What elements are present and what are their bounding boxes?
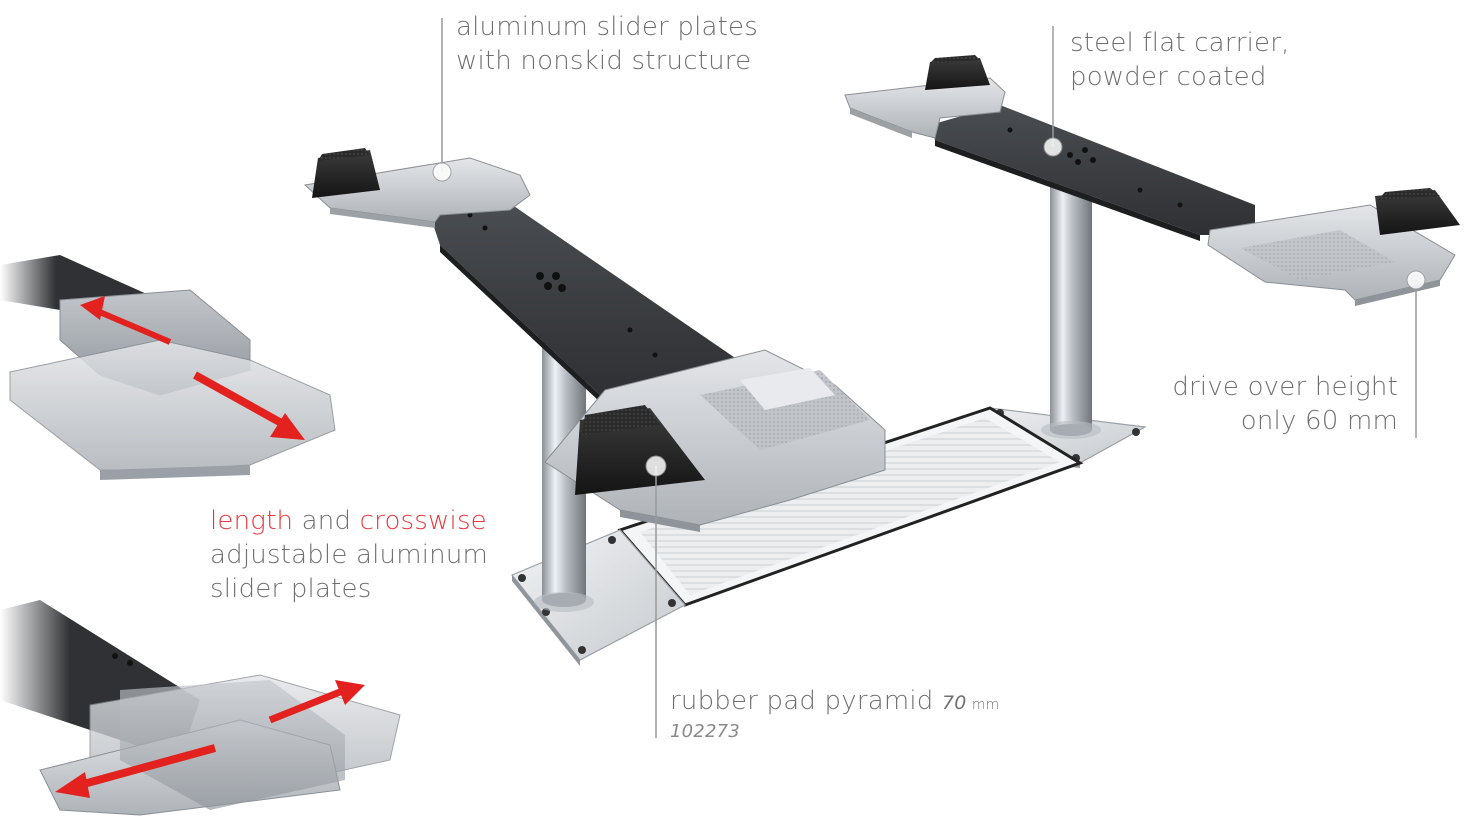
rubber-pad-part-number: 102273 bbox=[670, 721, 740, 742]
right-carrier-assembly bbox=[844, 55, 1460, 306]
rubber-pad-size-value: 70 bbox=[941, 692, 967, 714]
left-carrier-assembly bbox=[303, 148, 886, 532]
arrow-length-adjust bbox=[80, 296, 305, 440]
callout-carrier-line2: powder coated bbox=[1070, 62, 1267, 92]
rubber-pad-rear-right bbox=[925, 55, 990, 90]
callout-drive-over: drive over height only 60 mm bbox=[1172, 370, 1398, 438]
leader-rubber-pad bbox=[645, 455, 667, 738]
leader-carrier bbox=[1043, 26, 1063, 157]
callout-carrier-line1: steel flat carrier, bbox=[1070, 28, 1290, 58]
callout-rubber-pad: rubber pad pyramid 70 mm 102273 bbox=[670, 684, 1000, 742]
leader-drive-over bbox=[1406, 270, 1426, 438]
anchor-bolt bbox=[1132, 428, 1140, 436]
leader-slider-plates bbox=[432, 18, 452, 182]
callout-drive-over-line2: only 60 mm bbox=[1240, 406, 1398, 436]
callout-adjustable-line2: adjustable aluminum bbox=[210, 540, 489, 570]
steel-flat-carrier bbox=[930, 105, 1255, 235]
arrow-crosswise-adjust bbox=[55, 680, 365, 798]
anchor-bolt bbox=[578, 646, 586, 654]
anchor-bolt bbox=[518, 574, 526, 582]
callout-adjustable-line3: slider plates bbox=[210, 574, 372, 604]
rubber-pad-size: 70 mm bbox=[941, 692, 1000, 714]
word-crosswise: crosswise bbox=[359, 506, 487, 536]
callout-slider-plates-line2: with nonskid structure bbox=[456, 46, 752, 76]
callout-drive-over-line1: drive over height bbox=[1172, 372, 1398, 402]
rubber-pad-rear-left bbox=[312, 148, 380, 198]
anchor-bolt bbox=[668, 599, 676, 607]
word-length: length bbox=[210, 506, 294, 536]
rubber-pad-front-left bbox=[575, 405, 705, 495]
word-and: and bbox=[293, 506, 360, 536]
anchor-bolt bbox=[608, 536, 616, 544]
callout-rubber-pad-line1: rubber pad pyramid 70 mm bbox=[670, 684, 1000, 722]
steel-flat-carrier-left bbox=[430, 200, 760, 395]
rubber-pad-title: rubber pad pyramid bbox=[670, 686, 934, 716]
callout-adjustable: length and crosswise adjustable aluminum… bbox=[210, 504, 488, 606]
right-pillar bbox=[1041, 180, 1101, 439]
callout-adjustable-line1: length and crosswise bbox=[210, 504, 488, 538]
rubber-pad-size-unit: mm bbox=[971, 697, 1000, 713]
rubber-pad-front-right bbox=[1375, 188, 1460, 235]
detail-length-adjust bbox=[0, 255, 336, 480]
callout-slider-plates: aluminum slider plates with nonskid stru… bbox=[456, 10, 758, 78]
callout-slider-plates-line1: aluminum slider plates bbox=[456, 12, 758, 42]
callout-carrier: steel flat carrier, powder coated bbox=[1070, 26, 1290, 94]
detail-crosswise-adjust bbox=[0, 600, 401, 816]
